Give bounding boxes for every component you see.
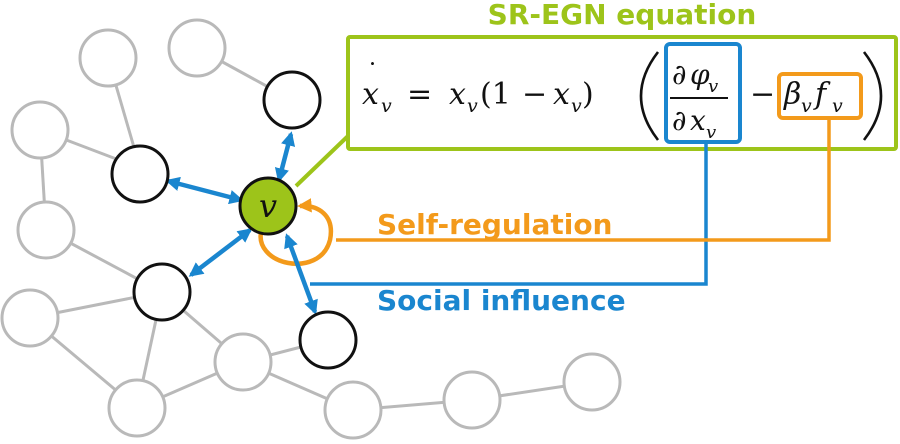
svg-text:v: v: [381, 95, 392, 117]
svg-text:x: x: [362, 77, 379, 112]
focal-node-label: v: [259, 187, 277, 225]
svg-text:v: v: [467, 95, 478, 117]
svg-text:β: β: [783, 77, 801, 112]
svg-text:v: v: [571, 95, 582, 117]
svg-text:v: v: [708, 76, 718, 97]
social-term-box: [664, 42, 742, 144]
network-node: [442, 370, 502, 430]
network-node: [16, 200, 76, 260]
neighbor-node: [132, 262, 192, 322]
background-nodes: [0, 18, 622, 440]
equation: x ˙ v = x v (1 − x v ) ∂ φ v ∂ x v − β v…: [362, 51, 883, 143]
svg-text:∂: ∂: [672, 104, 686, 137]
social-influence-line: [310, 142, 708, 286]
equation-connector: [294, 134, 350, 188]
svg-text:v: v: [801, 95, 812, 117]
svg-text:(1: (1: [480, 77, 511, 112]
network-node: [213, 332, 273, 392]
interaction-arrows: [165, 131, 318, 315]
svg-text:x: x: [690, 104, 706, 137]
network-node: [10, 100, 70, 160]
network-node: [562, 352, 622, 412]
self-loop-arrow: [258, 198, 334, 266]
svg-text:x: x: [553, 77, 570, 112]
self-term-box: [777, 72, 863, 120]
svg-text:v: v: [706, 122, 716, 143]
social-influence-label: Social influence: [377, 284, 626, 317]
svg-text:−: −: [750, 77, 775, 112]
neighbor-node: [298, 310, 358, 370]
network-node: [78, 28, 138, 88]
network-node: [107, 378, 167, 438]
network-node: [167, 18, 227, 78]
focal-node: [238, 176, 298, 236]
self-regulation-line: [336, 118, 831, 242]
neighbor-node: [262, 70, 322, 130]
network-node: [323, 380, 383, 440]
svg-text:v: v: [832, 95, 843, 117]
svg-text:−: −: [522, 77, 547, 112]
network-node: [0, 288, 60, 348]
neighbor-nodes: [110, 70, 358, 370]
svg-text:˙: ˙: [366, 59, 379, 89]
svg-text:∂: ∂: [672, 58, 686, 91]
svg-text:φ: φ: [690, 58, 710, 91]
neighbor-node: [110, 144, 170, 204]
self-regulation-label: Self-regulation: [377, 208, 612, 241]
equation-title: SR-EGN equation: [488, 0, 757, 31]
svg-text:=: =: [407, 77, 432, 112]
svg-text:): ): [582, 77, 594, 112]
equation-box: [346, 35, 898, 151]
svg-text:x: x: [449, 77, 466, 112]
